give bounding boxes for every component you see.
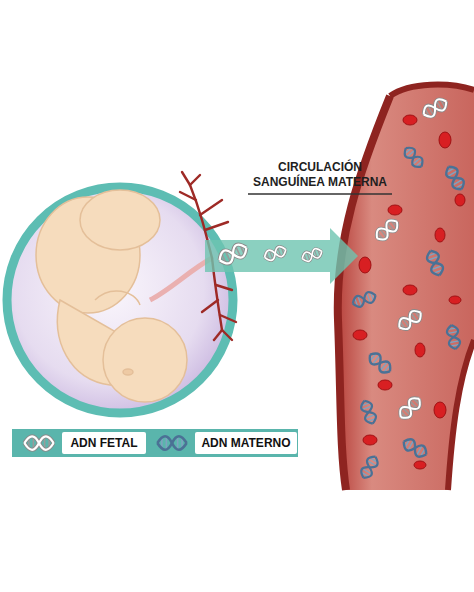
illustration-part <box>378 380 392 390</box>
illustration-part <box>301 247 324 263</box>
illustration-part <box>425 249 445 278</box>
blood-vessel <box>338 85 474 490</box>
illustration-part <box>205 228 358 284</box>
illustration-part <box>388 205 402 215</box>
illustration-part <box>180 192 196 200</box>
illustration-part <box>12 429 298 457</box>
illustration-part <box>390 85 474 96</box>
illustration-part <box>353 330 367 340</box>
illustration-part <box>359 454 381 481</box>
illustration-part <box>182 172 190 185</box>
legend-bar <box>12 429 298 457</box>
legend-box: ADN MATERNO <box>195 432 297 454</box>
illustration-part <box>435 228 445 242</box>
illustration-part <box>434 402 446 418</box>
illustration-part <box>359 257 371 273</box>
illustration-part <box>449 296 461 304</box>
illustration-part <box>263 245 288 262</box>
fetus <box>36 190 187 402</box>
illustration-part <box>103 318 187 402</box>
illustration-part <box>402 144 426 170</box>
illustration-part <box>157 436 186 450</box>
illustration-part <box>217 242 249 267</box>
illustration-part <box>338 96 390 490</box>
illustration-part <box>446 324 461 350</box>
illustration-part <box>202 300 218 312</box>
illustration-part <box>351 290 378 309</box>
illustration-part <box>338 85 474 490</box>
leader-line <box>248 193 392 195</box>
legend-text: ADN FETAL <box>70 436 137 450</box>
illustration-part <box>363 435 377 445</box>
illustration-part <box>205 222 228 230</box>
illustration-part <box>401 436 430 459</box>
illustration-part <box>373 217 401 243</box>
illustration-part <box>222 330 232 340</box>
illustration-part <box>403 115 417 125</box>
illustration-part <box>397 395 424 422</box>
illustration-part <box>200 200 222 215</box>
illustration-part <box>24 436 53 450</box>
illustration-part <box>421 96 450 119</box>
illustration-part <box>414 461 426 469</box>
region-label: CIRCULACIÓN SANGUÍNEA MATERNA <box>245 160 395 190</box>
illustration-part <box>403 285 417 295</box>
umbilical-cord <box>150 258 212 300</box>
illustration-part <box>396 308 424 333</box>
illustration-part <box>366 350 394 376</box>
illustration-part <box>455 194 465 206</box>
illustration-part <box>80 190 160 250</box>
illustration-part <box>216 285 232 290</box>
illustration-part <box>448 340 474 490</box>
illustration-part <box>359 399 378 426</box>
illustration-part <box>190 175 200 185</box>
illustration-part <box>443 164 466 193</box>
transfer-arrow <box>205 228 358 284</box>
illustration-part <box>220 315 236 322</box>
dna-in-blood <box>351 96 467 480</box>
illustration-part <box>415 343 425 357</box>
illustration-part <box>95 291 140 305</box>
illustration-part <box>123 369 133 375</box>
legend-box: ADN FETAL <box>62 432 146 454</box>
illustration-part <box>214 330 222 340</box>
womb <box>7 187 233 413</box>
illustration-part <box>7 187 233 413</box>
legend-text: ADN MATERNO <box>201 436 290 450</box>
illustration-part <box>439 132 451 148</box>
